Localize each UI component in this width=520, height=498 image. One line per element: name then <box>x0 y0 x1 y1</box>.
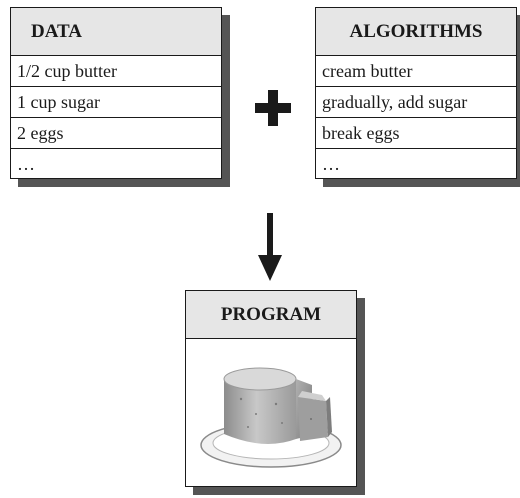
arrow-down-icon <box>258 213 282 281</box>
algorithms-card-title: ALGORITHMS <box>316 8 516 56</box>
data-row: 2 eggs <box>11 118 221 149</box>
cake-image <box>186 339 356 486</box>
algorithms-card: ALGORITHMS cream butter gradually, add s… <box>315 7 517 179</box>
algorithm-row: … <box>322 153 340 174</box>
algorithm-row: break eggs <box>316 118 516 149</box>
data-row: 1/2 cup butter <box>11 56 221 87</box>
data-row: 1 cup sugar <box>11 87 221 118</box>
data-card-title: DATA <box>11 8 221 56</box>
plus-icon <box>255 90 291 126</box>
cake-icon <box>200 367 342 468</box>
data-row: … <box>17 153 35 174</box>
program-card: PROGRAM <box>185 290 357 487</box>
program-card-title: PROGRAM <box>186 291 356 339</box>
data-card: DATA 1/2 cup butter 1 cup sugar 2 eggs … <box>10 7 222 179</box>
algorithm-row: gradually, add sugar <box>316 87 516 118</box>
algorithm-row: cream butter <box>316 56 516 87</box>
